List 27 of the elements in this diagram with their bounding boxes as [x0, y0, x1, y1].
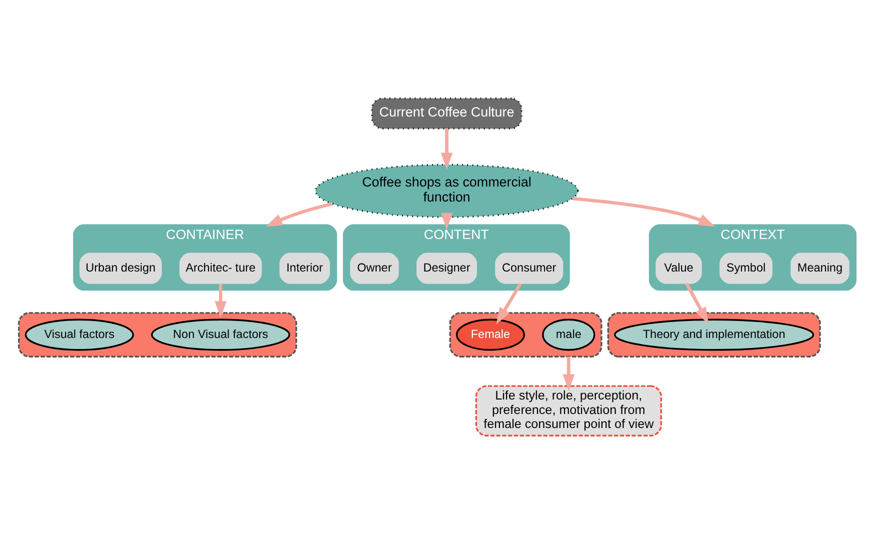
node-ellipse: Theory and implementation [614, 318, 814, 350]
node-box: Value [656, 252, 702, 284]
arrow [214, 283, 227, 318]
node-ellipse: Visual factors [24, 318, 134, 350]
node-box: Urban design [79, 252, 162, 284]
node-ellipse: Female [456, 318, 525, 350]
node-box: Designer [416, 252, 477, 284]
arrow [266, 202, 333, 226]
node-box: Architec- ture [179, 252, 262, 284]
node-box: Symbol [720, 252, 772, 284]
cluster [18, 312, 298, 357]
arrow [440, 212, 453, 230]
arrow [572, 196, 716, 226]
node-ellipse: male [542, 318, 596, 350]
node-ellipse: Non Visual factors [151, 318, 290, 350]
node-box: Interior [279, 252, 330, 284]
arrow [496, 282, 522, 324]
node-box: Consumer [495, 252, 564, 284]
node-box: Meaning [790, 252, 850, 284]
arrow [562, 356, 575, 391]
arrow [685, 282, 709, 324]
node-box: Life style, role, perception, preference, motivation from female consumer point of view [475, 384, 662, 436]
node-box: Owner [350, 252, 399, 284]
arrow [440, 128, 453, 170]
cluster [449, 312, 602, 357]
node-box: Current Coffee Culture [371, 97, 522, 129]
cluster [607, 312, 821, 357]
